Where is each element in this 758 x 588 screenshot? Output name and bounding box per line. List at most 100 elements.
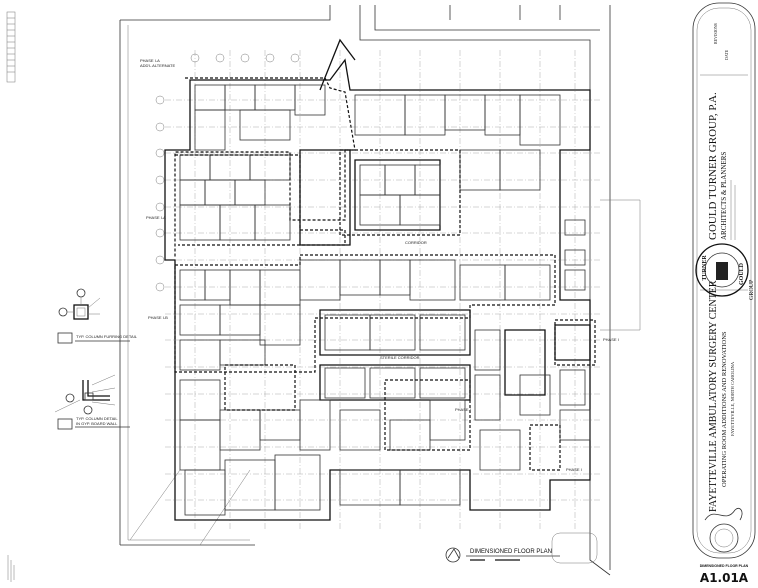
room [369,367,416,399]
room [179,179,206,206]
room [179,269,206,301]
room [484,94,521,136]
room [234,179,266,206]
room [379,259,411,296]
room [499,149,541,191]
room [459,264,506,301]
room [399,194,441,226]
grid-bubble [155,282,165,292]
room-label: CORRIDOR [405,240,427,245]
detail-title: TYP. COLUMN DETAIL [76,416,118,421]
room [474,329,501,371]
room [179,419,221,471]
detail-title: TYP. COLUMN FURRING DETAIL [76,334,138,339]
grid-bubble [240,53,250,63]
phase-boundaries [174,77,596,471]
grid-bubble [155,148,165,158]
logo-text: TURNER [702,255,708,281]
room [219,304,261,336]
sheet-number: A1.01A [700,571,749,585]
project-subtitle: OPERATING ROOM ADDITIONS AND RENOVATIONS [721,331,728,487]
room [339,259,381,296]
room [179,204,221,241]
room [564,249,586,266]
grid-bubble [265,53,275,63]
room [219,339,266,366]
plan-labels: PHASE I-A ADD'L ALTERNATE PHASE I-A PHAS… [140,58,619,472]
room [389,419,431,451]
drawing-title-text: DIMENSIONED FLOOR PLAN [470,549,552,555]
grid-bubble [190,53,200,63]
date-label: DATE [724,49,729,60]
phase-label: ADD'L ALTERNATE [140,63,175,68]
column-gyp-board-detail: TYP. COLUMN DETAIL IN GYP. BOARD WALL [54,374,130,430]
grid-bubble [155,228,165,238]
building-outline [164,38,591,521]
room [459,149,501,191]
room [179,304,221,336]
architect-seal [704,507,743,553]
room [194,109,226,151]
project-name: FAYETTEVILLE AMBULATORY SURGERY CENTER [708,280,719,512]
room [339,409,381,451]
column-grid-bubbles [155,53,300,292]
room [399,469,461,506]
room [204,179,236,206]
room [224,459,276,511]
room [204,269,231,301]
revision-schedule [6,11,16,582]
room [229,269,261,306]
phase-label: PHASE I [603,337,619,342]
phase-label: PHASE I-A [146,215,166,220]
drawing-title: DIMENSIONED FLOOR PLAN [445,532,598,564]
room [564,269,586,291]
room [299,259,341,301]
room [254,204,291,241]
room [249,154,291,181]
room [299,399,331,451]
room [194,84,226,111]
logo-text: GROUP [749,279,755,300]
north-arrow-icon [445,547,461,563]
project-location: FAYETTEVILLE, NORTH CAROLINA [730,361,736,436]
grid-bubble [155,175,165,185]
room [224,84,256,111]
revisions-label: REVISIONS [713,23,718,44]
grid-bubble [215,53,225,63]
room [324,367,366,399]
grid-bubble [155,202,165,212]
room [504,264,551,301]
room [219,204,256,241]
firm-name: GOULD TURNER GROUP, P.A. [707,92,719,240]
rooms [179,84,591,516]
phase-label: PHASE I-A [140,58,160,63]
room [184,469,226,516]
room [559,369,586,406]
grid-bubble [155,122,165,132]
phase-label: PHASE I [455,407,471,412]
site-lines [119,5,641,576]
logo-text: GOULD [739,262,745,285]
room [254,84,296,111]
room [519,374,551,416]
room [419,367,466,399]
room [419,314,466,351]
room [259,269,301,306]
grid-bubble [155,255,165,265]
room [409,259,456,301]
title-block: REVISIONS DATE GOULD TURNER GROUP, P.A. … [692,2,756,585]
room [474,374,501,421]
room [519,94,561,146]
detail-title: IN GYP. BOARD WALL [76,421,118,426]
room [274,454,321,511]
room [239,109,291,141]
room [179,339,221,371]
phase-label: PHASE I-B [148,315,168,320]
column-furring-detail: TYP. COLUMN FURRING DETAIL [57,288,138,344]
room [479,429,521,471]
room [179,379,221,421]
room [259,409,301,441]
gould-turner-logo: TURNER GOULD GROUP [695,243,755,300]
room [429,399,466,441]
room [294,84,326,116]
